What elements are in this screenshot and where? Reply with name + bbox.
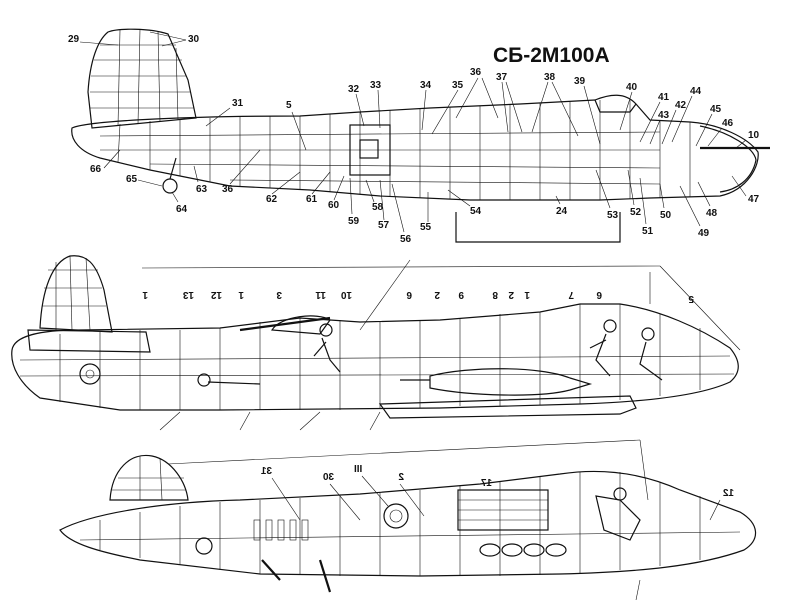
callout-label: 58 xyxy=(372,202,384,213)
top-callouts: 29 30 31 5 32 33 34 35 36 37 38 39 40 xyxy=(68,31,760,245)
callout-label: 2 xyxy=(508,289,514,300)
callout-label: 65 xyxy=(126,174,138,185)
callout-label: 51 xyxy=(642,226,654,237)
middle-callouts: 1 12 13 1 10 11 3 6 2 9 8 2 1 7 6 5 xyxy=(142,289,694,304)
callout-label: 49 xyxy=(698,228,710,239)
callout-label: 9 xyxy=(458,289,464,300)
callout-label: 42 xyxy=(675,100,687,111)
callout-label: 37 xyxy=(496,72,508,83)
callout-label: 5 xyxy=(688,293,694,304)
callout-label: 46 xyxy=(722,118,734,129)
callout-label: 34 xyxy=(420,80,432,91)
callout-label: 64 xyxy=(176,204,188,215)
callout-label: 17 xyxy=(480,478,492,489)
callout-label: 63 xyxy=(196,184,208,195)
callout-label: 30 xyxy=(322,472,334,483)
callout-label: 8 xyxy=(492,289,498,300)
callout-label: 33 xyxy=(370,80,382,91)
callout-label: 36 xyxy=(470,67,482,78)
callout-label: 3 xyxy=(276,289,282,300)
callout-label: 24 xyxy=(556,206,568,217)
callout-label: 41 xyxy=(658,92,670,103)
callout-label: III xyxy=(354,464,363,475)
callout-label: 2 xyxy=(434,289,440,300)
callout-label: 48 xyxy=(706,208,718,219)
middle-side-cutaway: 1 12 13 1 10 11 3 6 2 9 8 2 1 7 6 5 xyxy=(11,255,741,431)
callout-label: 52 xyxy=(630,207,642,218)
callout-label: 12 xyxy=(722,488,734,499)
callout-label: 1 xyxy=(524,289,530,300)
bottom-callouts: 31 30 III 2 17 12 xyxy=(260,464,734,521)
top-side-profile: 29 30 31 5 32 33 34 35 36 37 38 39 40 xyxy=(68,28,770,245)
callout-label: 31 xyxy=(260,466,272,477)
callout-label: 47 xyxy=(748,194,760,205)
callout-label: 50 xyxy=(660,210,672,221)
callout-label: 6 xyxy=(596,289,602,300)
callout-label: 30 xyxy=(188,34,200,45)
callout-label: 43 xyxy=(658,110,670,121)
callout-label: 40 xyxy=(626,82,638,93)
callout-label: 39 xyxy=(574,76,586,87)
callout-label: 13 xyxy=(182,289,194,300)
bottom-side-cutaway: 31 30 III 2 17 12 xyxy=(59,439,757,600)
callout-label: 5 xyxy=(286,100,292,111)
callout-label: 7 xyxy=(568,289,574,300)
callout-label: 62 xyxy=(266,194,278,205)
callout-label: 45 xyxy=(710,104,722,115)
callout-label: 10 xyxy=(748,130,760,141)
callout-label: 1 xyxy=(142,289,148,300)
callout-label: 12 xyxy=(210,289,222,300)
callout-label: 31 xyxy=(232,98,244,109)
callout-label: 61 xyxy=(306,194,318,205)
callout-label: 35 xyxy=(452,80,464,91)
callout-label: 2 xyxy=(398,472,404,483)
callout-label: 44 xyxy=(690,86,702,97)
callout-label: 6 xyxy=(406,289,412,300)
callout-label: 11 xyxy=(315,289,326,300)
callout-label: 55 xyxy=(420,222,432,233)
callout-label: 66 xyxy=(90,164,102,175)
callout-label: 29 xyxy=(68,34,80,45)
callout-label: 53 xyxy=(607,210,619,221)
callout-label: 38 xyxy=(544,72,556,83)
callout-label: 59 xyxy=(348,216,360,227)
callout-label: 57 xyxy=(378,220,390,231)
callout-label: 1 xyxy=(238,289,244,300)
callout-label: 32 xyxy=(348,84,360,95)
drawing-title: СБ-2М100А xyxy=(493,44,610,67)
callout-label: 10 xyxy=(340,289,352,300)
callout-label: 54 xyxy=(470,206,482,217)
callout-label: 56 xyxy=(400,234,412,245)
callout-label: 36 xyxy=(222,184,234,195)
callout-label: 60 xyxy=(328,200,340,211)
